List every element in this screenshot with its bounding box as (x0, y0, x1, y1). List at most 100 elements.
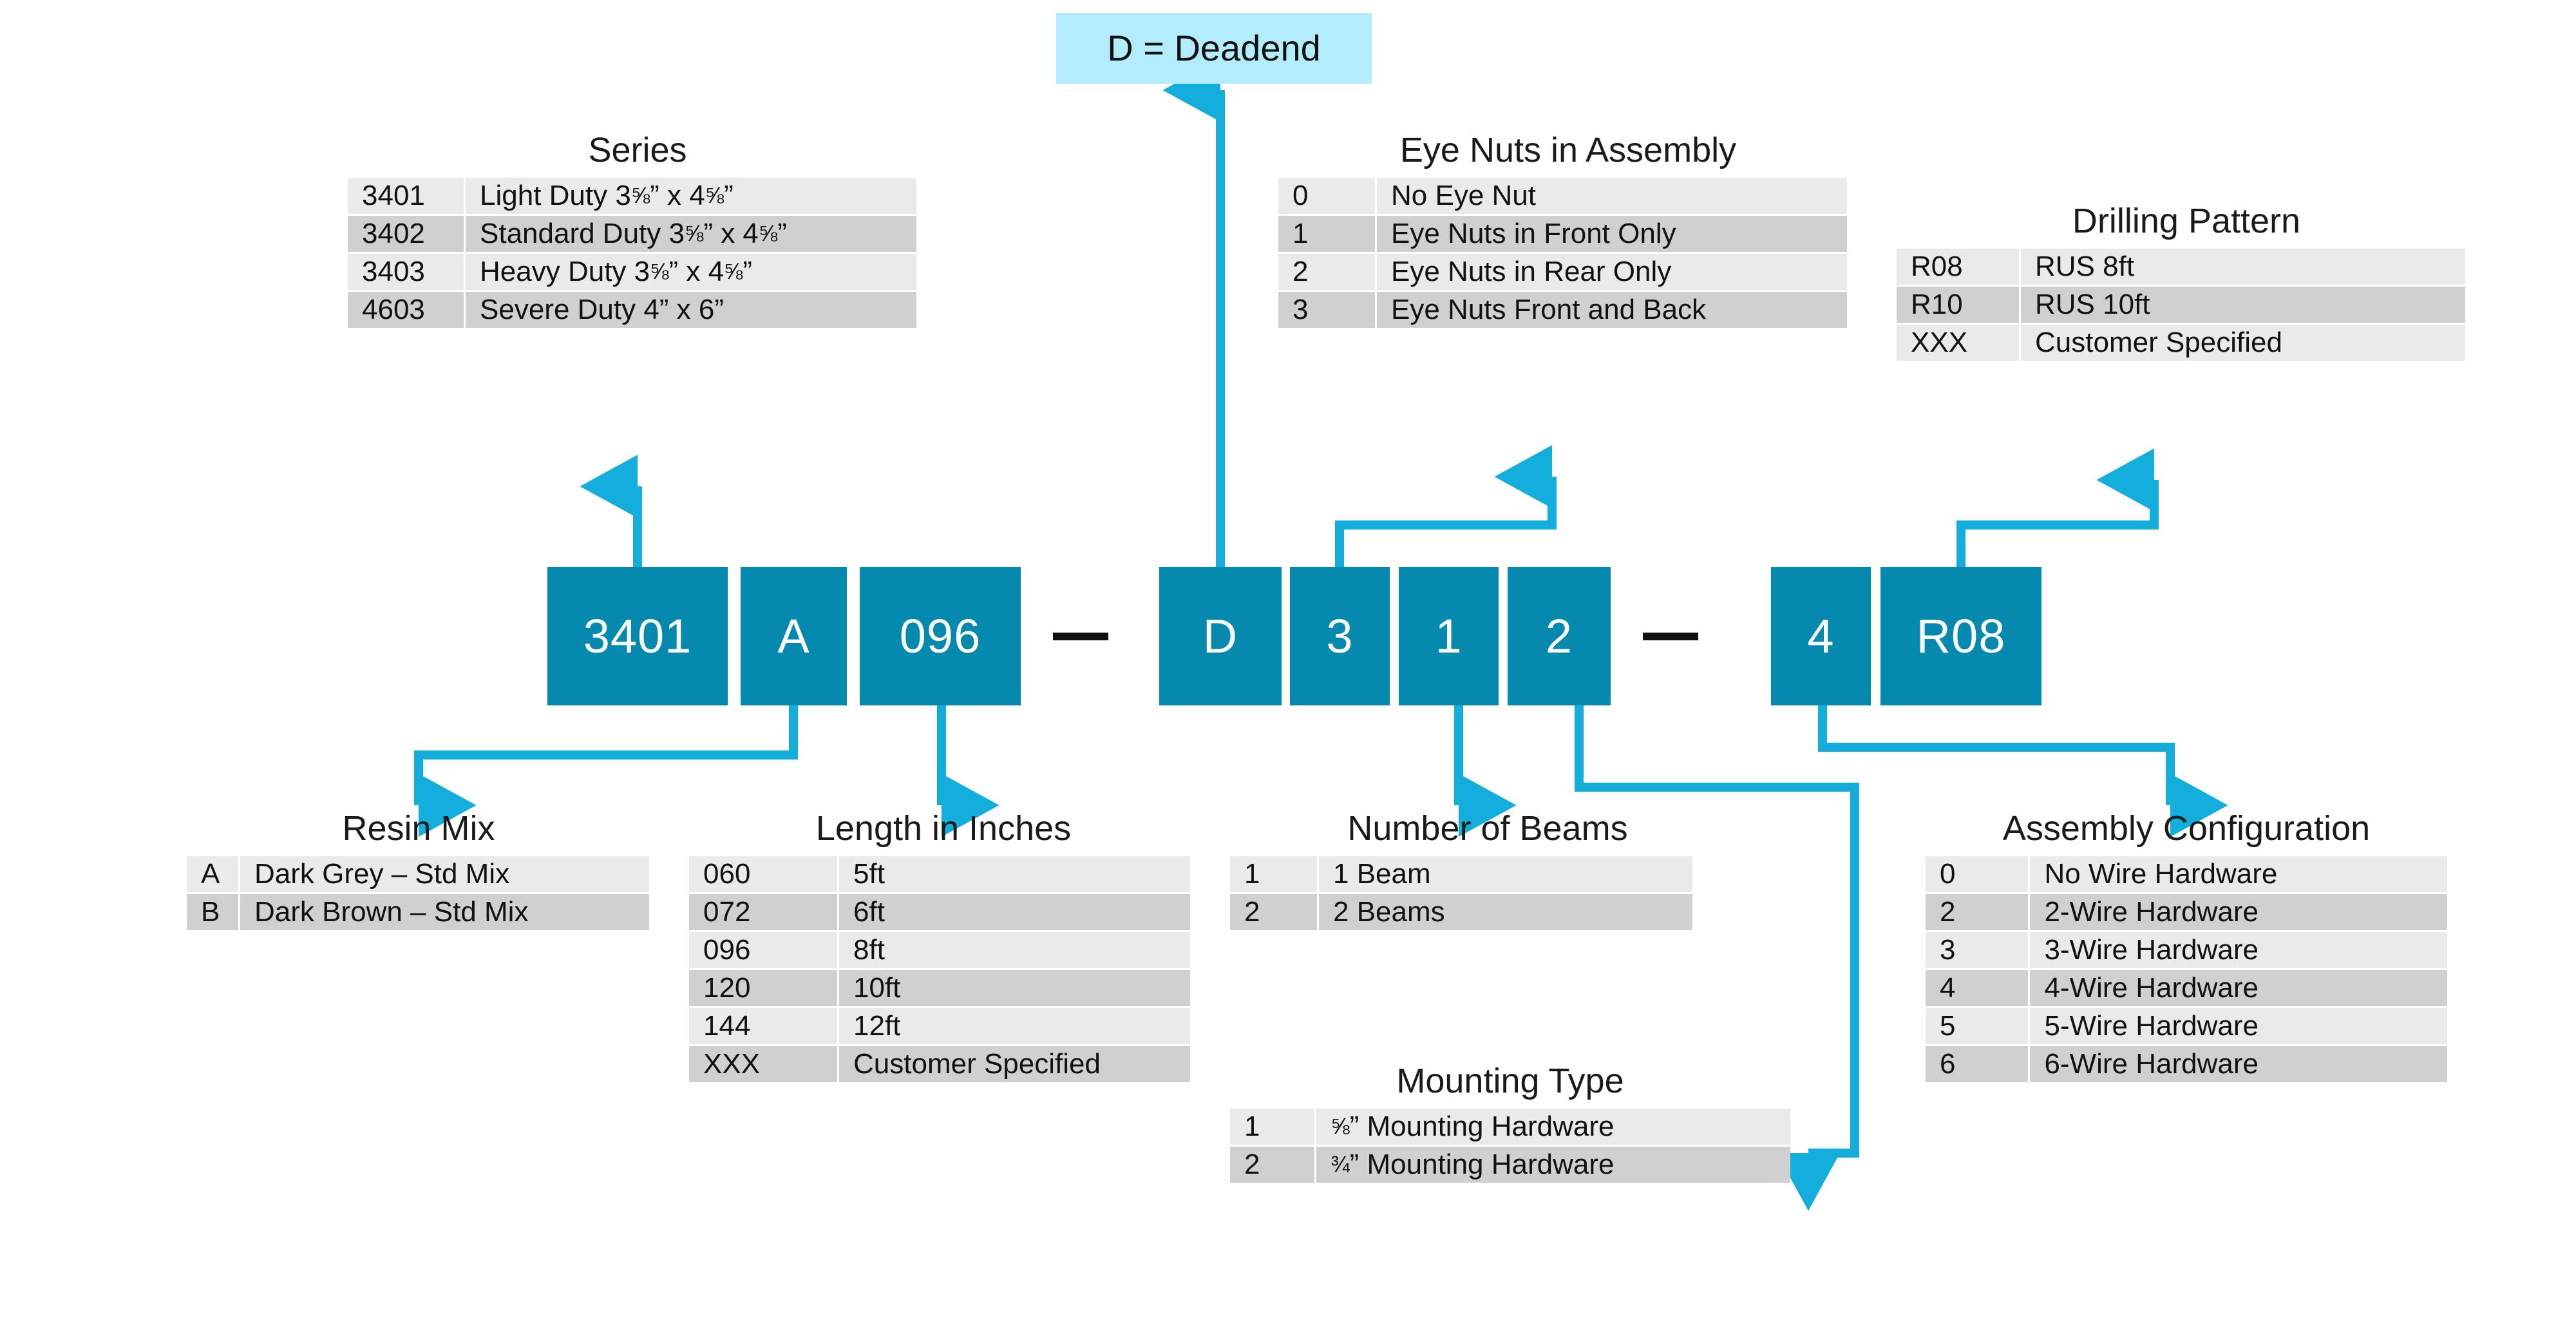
table-resin-mix-title: Resin Mix (342, 809, 495, 848)
cell-desc: No Eye Nut (1377, 177, 1847, 214)
table-assembly-configuration: Assembly Configuration 0 No Wire Hardwar… (1926, 810, 2447, 1082)
cell-desc: 12ft (839, 1008, 1190, 1044)
table-row: 5 5-Wire Hardware (1926, 1008, 2447, 1044)
cell-desc: Eye Nuts in Rear Only (1377, 253, 1847, 290)
cell-code: 6 (1926, 1046, 2029, 1082)
cell-desc: Dark Grey – Std Mix (240, 855, 649, 892)
wire-eye-nuts (1335, 445, 1557, 567)
table-drilling-pattern-rows: R08 RUS 8ft R10 RUS 10ft XXX Customer Sp… (1897, 248, 2476, 361)
cell-code: 4 (1926, 969, 2029, 1006)
table-series-title: Series (588, 131, 687, 169)
table-row: 0 No Eye Nut (1278, 177, 1858, 214)
table-eye-nuts-rows: 0 No Eye Nut 1 Eye Nuts in Front Only 2 … (1278, 177, 1858, 328)
table-eye-nuts-title: Eye Nuts in Assembly (1399, 131, 1737, 169)
cell-desc: Eye Nuts Front and Back (1377, 291, 1847, 328)
code-block-resin-mix[interactable]: A (741, 567, 847, 705)
cell-code: 060 (689, 855, 837, 892)
table-row: 4603 Severe Duty 4” x 6” (348, 291, 927, 328)
cell-desc: Customer Specified (2021, 324, 2465, 361)
deadend-callout-text: D = Deadend (1107, 28, 1321, 68)
table-row: 120 10ft (689, 969, 1198, 1006)
table-row: 3 3-Wire Hardware (1926, 931, 2447, 968)
separator-dash-2 (1643, 633, 1698, 640)
cell-desc: 8ft (839, 931, 1190, 968)
table-mounting-type: Mounting Type 1 ⅝” Mounting Hardware 2 ¾… (1230, 1063, 1790, 1183)
table-row: 4 4-Wire Hardware (1926, 969, 2447, 1006)
cell-desc: No Wire Hardware (2030, 855, 2447, 892)
code-block-drilling[interactable]: R08 (1880, 567, 2041, 705)
table-drilling-pattern-title: Drilling Pattern (2072, 202, 2301, 240)
code-block-eye-nuts[interactable]: 3 (1290, 567, 1390, 705)
code-block-deadend-value: D (1202, 609, 1238, 663)
code-block-drilling-value: R08 (1916, 609, 2006, 663)
separator-dash-1 (1053, 633, 1108, 640)
cell-code: 4603 (348, 291, 464, 328)
cell-desc: 3-Wire Hardware (2030, 931, 2447, 968)
cell-desc: Dark Brown – Std Mix (240, 893, 649, 930)
cell-code: 3401 (348, 177, 464, 214)
table-mounting-type-title: Mounting Type (1396, 1062, 1624, 1100)
wire-assembly (1818, 705, 2228, 837)
table-row: R08 RUS 8ft (1897, 248, 2476, 285)
code-block-beams[interactable]: 1 (1399, 567, 1499, 705)
code-block-assembly[interactable]: 4 (1771, 567, 1871, 705)
table-resin-mix: Resin Mix A Dark Grey – Std Mix B Dark B… (187, 810, 650, 930)
cell-desc: Eye Nuts in Front Only (1377, 215, 1847, 252)
cell-desc: 1 Beam (1319, 855, 1692, 892)
code-block-series[interactable]: 3401 (547, 567, 728, 705)
cell-code: XXX (1897, 324, 2019, 361)
cell-code: 144 (689, 1008, 837, 1044)
wire-drilling (1956, 448, 2159, 567)
cell-code: 3 (1278, 291, 1375, 328)
cell-desc: RUS 8ft (2021, 248, 2465, 285)
cell-desc: 5ft (839, 855, 1190, 892)
table-row: 6 6-Wire Hardware (1926, 1046, 2447, 1082)
cell-code: 2 (1230, 1146, 1315, 1183)
deadend-callout: D = Deadend (1056, 13, 1372, 84)
cell-code: B (187, 893, 238, 930)
cell-code: 3402 (348, 215, 464, 252)
table-number-of-beams-title: Number of Beams (1347, 809, 1628, 848)
table-row: 2 ¾” Mounting Hardware (1230, 1146, 1790, 1183)
cell-code: 0 (1926, 855, 2029, 892)
cell-desc: 4-Wire Hardware (2030, 969, 2447, 1006)
wire-resin-mix (414, 705, 798, 837)
code-block-length-value: 096 (899, 609, 981, 663)
cell-code: 096 (689, 931, 837, 968)
table-assembly-configuration-rows: 0 No Wire Hardware 2 2-Wire Hardware 3 3… (1926, 855, 2447, 1082)
table-row: 2 2-Wire Hardware (1926, 893, 2447, 930)
code-block-mounting[interactable]: 2 (1508, 567, 1611, 705)
cell-code: 2 (1278, 253, 1375, 290)
table-row: XXX Customer Specified (689, 1046, 1198, 1082)
table-row: 1 ⅝” Mounting Hardware (1230, 1108, 1790, 1145)
code-block-mounting-value: 2 (1545, 609, 1573, 663)
cell-code: 3 (1926, 931, 2029, 968)
cell-desc: 10ft (839, 969, 1190, 1006)
code-block-assembly-value: 4 (1807, 609, 1835, 663)
table-length-in-inches-rows: 060 5ft 072 6ft 096 8ft 120 10ft 144 12f… (689, 855, 1198, 1082)
table-row: 144 12ft (689, 1008, 1198, 1044)
code-block-length[interactable]: 096 (860, 567, 1021, 705)
table-row: 2 Eye Nuts in Rear Only (1278, 253, 1858, 290)
code-block-deadend[interactable]: D (1159, 567, 1282, 705)
cell-code: 072 (689, 893, 837, 930)
table-row: 0 No Wire Hardware (1926, 855, 2447, 892)
table-mounting-type-rows: 1 ⅝” Mounting Hardware 2 ¾” Mounting Har… (1230, 1108, 1790, 1183)
cell-desc: ¾” Mounting Hardware (1316, 1146, 1790, 1183)
code-block-resin-mix-value: A (777, 609, 810, 663)
table-drilling-pattern: Drilling Pattern R08 RUS 8ft R10 RUS 10f… (1897, 203, 2476, 361)
cell-code: 2 (1926, 893, 2029, 930)
cell-desc: ⅝” Mounting Hardware (1316, 1108, 1790, 1145)
cell-code: 5 (1926, 1008, 2029, 1044)
code-block-beams-value: 1 (1435, 609, 1463, 663)
table-length-in-inches-title: Length in Inches (815, 809, 1072, 848)
cell-code: R08 (1897, 248, 2019, 285)
table-row: 060 5ft (689, 855, 1198, 892)
